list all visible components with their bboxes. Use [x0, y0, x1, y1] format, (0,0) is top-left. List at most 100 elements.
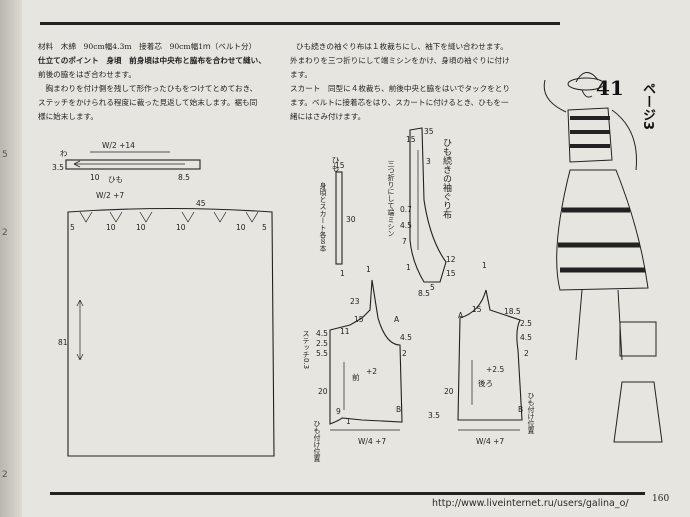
front-15-label: 15: [354, 315, 364, 324]
face: [581, 89, 593, 98]
armhole-facing-piece: [409, 127, 447, 283]
arms: [543, 79, 637, 171]
skirt-length-label: 81: [58, 338, 68, 347]
strap-piece: [335, 171, 343, 265]
back-top-1-label: 1: [482, 261, 487, 270]
armhole-5-label: 5: [430, 283, 435, 292]
skirt-piece: [67, 207, 275, 457]
hat: [567, 77, 605, 91]
skirt-10-label: 10: [176, 223, 186, 232]
bottom-rule: [50, 492, 645, 495]
back-25-label: 2.5: [520, 319, 532, 328]
text-line: ステッチをかけられる程度に裁った見返して始末します。裾も同: [38, 98, 258, 107]
bodice: [567, 107, 613, 163]
legs: [575, 289, 623, 361]
arrow-icon: [73, 160, 81, 168]
front-55-label: 5.5: [316, 349, 328, 358]
back-view-skirt: [613, 381, 663, 443]
gutter-mark: 2: [2, 228, 8, 238]
armhole-85-label: 8.5: [418, 289, 430, 298]
front-waist-label: W/4 +7: [358, 437, 386, 446]
strap-30-label: 30: [346, 215, 356, 224]
text-line: ます。: [290, 70, 313, 79]
gutter-mark: 5: [2, 150, 8, 160]
folio-number: 160: [652, 494, 670, 504]
skirt-10-label: 10: [236, 223, 246, 232]
armhole-title: ひも続きの袖ぐり布: [441, 138, 451, 219]
text-line: 様に始末します。: [38, 112, 98, 121]
front-label: 前: [352, 372, 360, 382]
front-25-label: 2.5: [316, 339, 328, 348]
belt-85-mark: 8.5: [178, 173, 190, 182]
front-20-label: 20: [318, 387, 328, 396]
back-label: 後ろ: [478, 378, 493, 388]
gutter-mark: 2: [2, 470, 8, 480]
front-B-label: B: [396, 405, 401, 414]
back-35-label: 3.5: [428, 411, 440, 420]
skirt: [556, 169, 649, 291]
front-23-label: 23: [350, 297, 360, 306]
skirt-5-label: 5: [262, 223, 267, 232]
front-stitch-note: ステッチ0.3: [302, 330, 310, 370]
front-2-label: 2: [402, 349, 407, 358]
armhole-1-label: 1: [406, 263, 411, 272]
back-45-label: 4.5: [520, 333, 532, 342]
belt-10-mark: 10: [90, 173, 100, 182]
belt-35-mark: 3.5: [52, 163, 64, 172]
front-A-label: A: [394, 315, 400, 324]
page-reference: ページ3: [640, 82, 655, 131]
strap-1-label: 1: [340, 269, 345, 278]
armhole-fold-note: 三つ折りにして端ミシン: [387, 160, 395, 237]
strap-title: ひも: [331, 156, 340, 172]
front-bodice-piece: [329, 279, 403, 425]
back-waist-label: W/4 +7: [476, 437, 504, 446]
page-gutter: 5 2 2: [0, 0, 22, 517]
bodice-stripes: [570, 116, 610, 148]
text-line: 胸まわりを付け側を残して形作ったひもをつけてとめておき、: [38, 84, 258, 93]
front-45b-label: 4.5: [400, 333, 412, 342]
back-20-label: 20: [444, 387, 454, 396]
skirt-5-label: 5: [70, 223, 75, 232]
text-line: 緒にはさみ付けます。: [290, 112, 366, 121]
skirt-tucks: [79, 211, 259, 223]
belt-piece: [65, 159, 201, 170]
back-A-label: A: [458, 311, 464, 320]
belt-fold-mark: わ: [60, 149, 68, 158]
armhole-3-label: 3: [426, 157, 431, 166]
skirt-45-label: 45: [196, 199, 206, 208]
back-B-label: B: [518, 405, 523, 414]
front-9-label: 9: [336, 407, 341, 416]
front-11-label: 11: [340, 327, 350, 336]
front-1-label: 1: [346, 417, 351, 426]
armhole-15b-label: 15: [446, 269, 456, 278]
armhole-12-label: 12: [446, 255, 456, 264]
back-185-label: 18.5: [504, 307, 521, 316]
text-line: 前後の脇をはぎ合わせます。: [38, 70, 136, 79]
points-line: 仕立てのポイント 身頃 前身頃は中央布と脇布を合わせて縫い、: [38, 56, 266, 65]
back-bodice-piece: [457, 289, 523, 421]
belt-w2-7-label: W/2 +7: [96, 191, 124, 200]
top-rule: [40, 22, 560, 25]
armhole-15-label: 15: [406, 135, 416, 144]
arrow-icon: [76, 299, 84, 361]
front-plus2-label: +2: [366, 367, 377, 376]
back-15-label: 15: [472, 305, 482, 314]
skirt-10-label: 10: [106, 223, 116, 232]
front-top-1-label: 1: [366, 265, 371, 274]
back-himo-position: ひも付け位置: [527, 392, 535, 434]
watermark-url: http://www.liveinternet.ru/users/galina_…: [432, 498, 629, 509]
fashion-illustration: [543, 72, 663, 443]
back-plus25-label: +2.5: [486, 365, 504, 374]
text-line: ひも続きの袖ぐり布は１枚裁ちにし、袖下を縫い合わせます。: [296, 42, 508, 51]
front-himo-position: ひも付け位置: [313, 420, 321, 462]
skirt-10-label: 10: [136, 223, 146, 232]
strap-note: 身頃とスカート各８本: [319, 182, 327, 252]
armhole-7-label: 7: [402, 237, 407, 246]
front-45-label: 4.5: [316, 329, 328, 338]
back-view-bodice: [619, 321, 657, 357]
text-line: 外まわりを三つ折りにして端ミシンをかけ、身頃の袖ぐりに付け: [290, 56, 510, 65]
belt-width-label: W/2 +14: [102, 141, 135, 150]
skirt-stripes: [558, 207, 645, 273]
